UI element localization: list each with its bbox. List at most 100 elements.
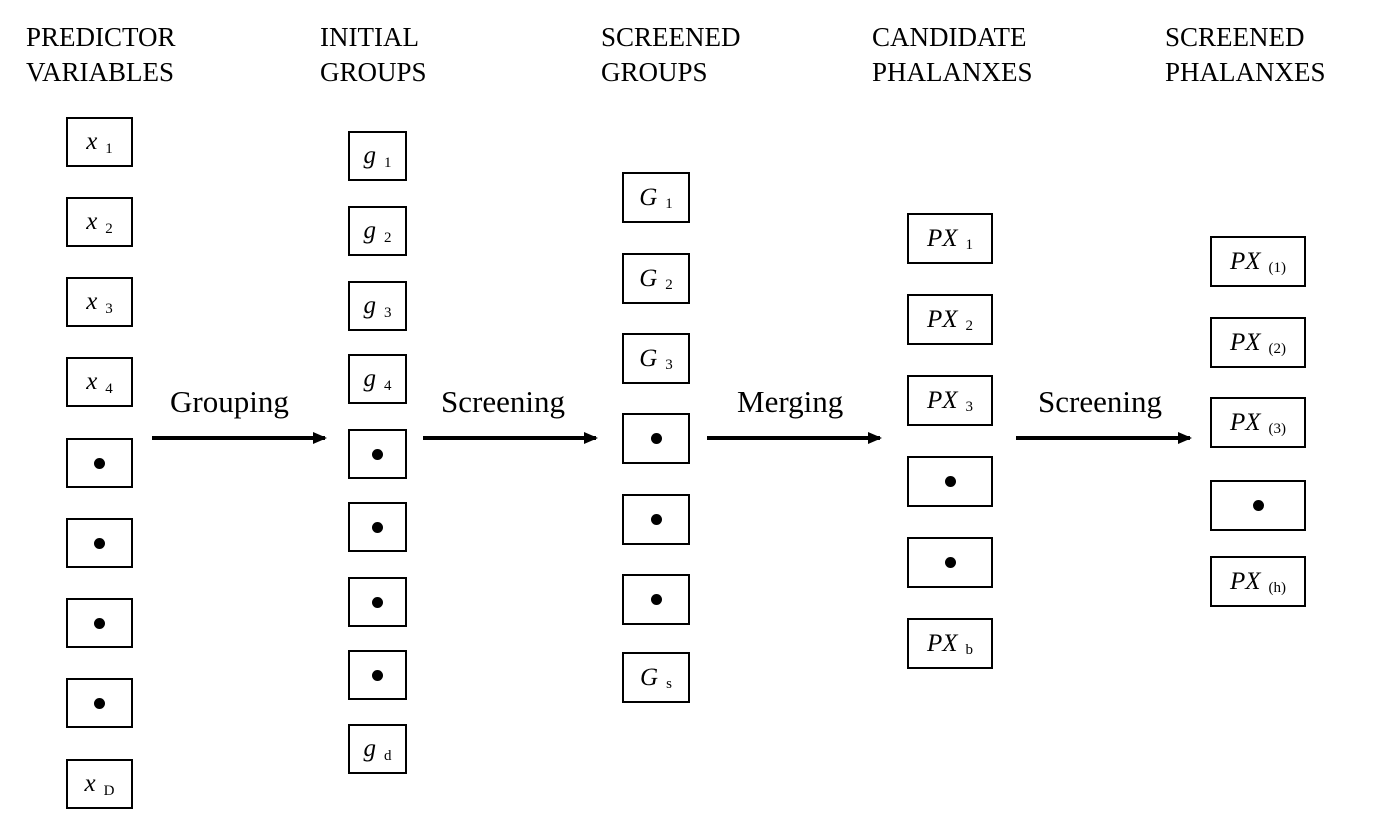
node-symbol: x bbox=[86, 288, 98, 315]
node-symbol: g bbox=[363, 142, 377, 169]
ellipsis-dot bbox=[650, 433, 662, 444]
ellipsis-box bbox=[66, 678, 133, 728]
ellipsis-box bbox=[1210, 480, 1306, 531]
ellipsis-dot bbox=[372, 521, 383, 533]
node-subscript: 1 bbox=[965, 237, 974, 253]
header-screened-groups: SCREENED GROUPS bbox=[601, 20, 741, 90]
header-line2: GROUPS bbox=[601, 57, 708, 87]
node-subscript: 3 bbox=[665, 357, 673, 373]
ellipsis-box bbox=[66, 598, 133, 648]
node-subscript: 1 bbox=[384, 154, 392, 171]
node-subscript: 2 bbox=[965, 318, 974, 334]
header-line2: PHALANXES bbox=[1165, 57, 1326, 87]
node-symbol: PX bbox=[1229, 328, 1261, 356]
node-symbol: G bbox=[639, 344, 658, 372]
node-subscript: 4 bbox=[105, 380, 113, 397]
step-label-screening: Screening bbox=[441, 384, 565, 419]
ellipsis-box bbox=[66, 438, 133, 488]
node-symbol: PX bbox=[1229, 247, 1261, 275]
node-symbol: G bbox=[639, 183, 658, 211]
node-subscript: 2 bbox=[384, 229, 392, 246]
node-symbol: x bbox=[86, 368, 98, 395]
node-symbol: G bbox=[639, 264, 658, 292]
node-box: PX 2 bbox=[907, 294, 993, 345]
header-line2: VARIABLES bbox=[26, 57, 175, 87]
node-subscript: 1 bbox=[105, 140, 113, 157]
step-label-merging: Merging bbox=[737, 384, 844, 419]
ellipsis-dot bbox=[372, 669, 383, 681]
header-line1: SCREENED bbox=[1165, 22, 1305, 52]
ellipsis-dot bbox=[372, 448, 383, 460]
ellipsis-dot bbox=[94, 537, 105, 549]
header-screened-phalanxes: SCREENED PHALANXES bbox=[1165, 20, 1326, 90]
node-symbol: PX bbox=[926, 386, 958, 414]
ellipsis-box bbox=[348, 650, 407, 700]
ellipsis-dot bbox=[650, 594, 662, 605]
node-symbol: PX bbox=[926, 305, 958, 333]
node-symbol: PX bbox=[1229, 408, 1261, 436]
node-subscript: (2) bbox=[1268, 341, 1287, 357]
node-box: PX (2) bbox=[1210, 317, 1306, 368]
header-line2: GROUPS bbox=[320, 57, 427, 87]
node-subscript: 3 bbox=[384, 304, 392, 321]
node-subscript: 2 bbox=[665, 277, 673, 293]
header-line1: INITIAL bbox=[320, 22, 419, 52]
node-subscript: 1 bbox=[665, 196, 673, 212]
header-line2: PHALANXES bbox=[872, 57, 1033, 87]
node-subscript: 2 bbox=[105, 220, 113, 237]
node-symbol: g bbox=[363, 217, 377, 244]
ellipsis-box bbox=[622, 413, 690, 464]
ellipsis-box bbox=[348, 429, 407, 479]
node-symbol: g bbox=[363, 292, 377, 319]
node-symbol: g bbox=[363, 735, 377, 762]
ellipsis-box bbox=[622, 494, 690, 545]
ellipsis-box bbox=[66, 518, 133, 568]
node-symbol: x bbox=[86, 128, 98, 155]
node-subscript: (h) bbox=[1268, 580, 1287, 596]
header-line1: PREDICTOR bbox=[26, 22, 176, 52]
node-subscript: s bbox=[666, 676, 672, 692]
header-line1: CANDIDATE bbox=[872, 22, 1027, 52]
header-predictor-variables: PREDICTOR VARIABLES bbox=[26, 20, 176, 90]
node-subscript: d bbox=[384, 747, 392, 764]
ellipsis-dot bbox=[372, 596, 383, 608]
ellipsis-box bbox=[348, 577, 407, 627]
node-subscript: (1) bbox=[1268, 260, 1287, 276]
ellipsis-box bbox=[907, 456, 993, 507]
node-subscript: 3 bbox=[105, 300, 113, 317]
ellipsis-box bbox=[622, 574, 690, 625]
header-line1: SCREENED bbox=[601, 22, 741, 52]
step-label-grouping: Grouping bbox=[170, 384, 289, 419]
ellipsis-dot bbox=[94, 457, 105, 469]
node-symbol: x bbox=[84, 770, 96, 797]
ellipsis-dot bbox=[650, 514, 662, 525]
node-box: PX (1) bbox=[1210, 236, 1306, 287]
node-box: PX (3) bbox=[1210, 397, 1306, 448]
ellipsis-dot bbox=[944, 557, 956, 568]
node-subscript: 4 bbox=[384, 377, 392, 394]
step-label-screening-2: Screening bbox=[1038, 384, 1162, 419]
ellipsis-dot bbox=[94, 617, 105, 629]
ellipsis-box bbox=[348, 502, 407, 552]
node-subscript: b bbox=[965, 642, 974, 658]
node-symbol: x bbox=[86, 208, 98, 235]
node-subscript: (3) bbox=[1268, 421, 1287, 437]
header-initial-groups: INITIAL GROUPS bbox=[320, 20, 427, 90]
node-subscript: D bbox=[103, 782, 115, 799]
ellipsis-dot bbox=[1252, 500, 1264, 511]
